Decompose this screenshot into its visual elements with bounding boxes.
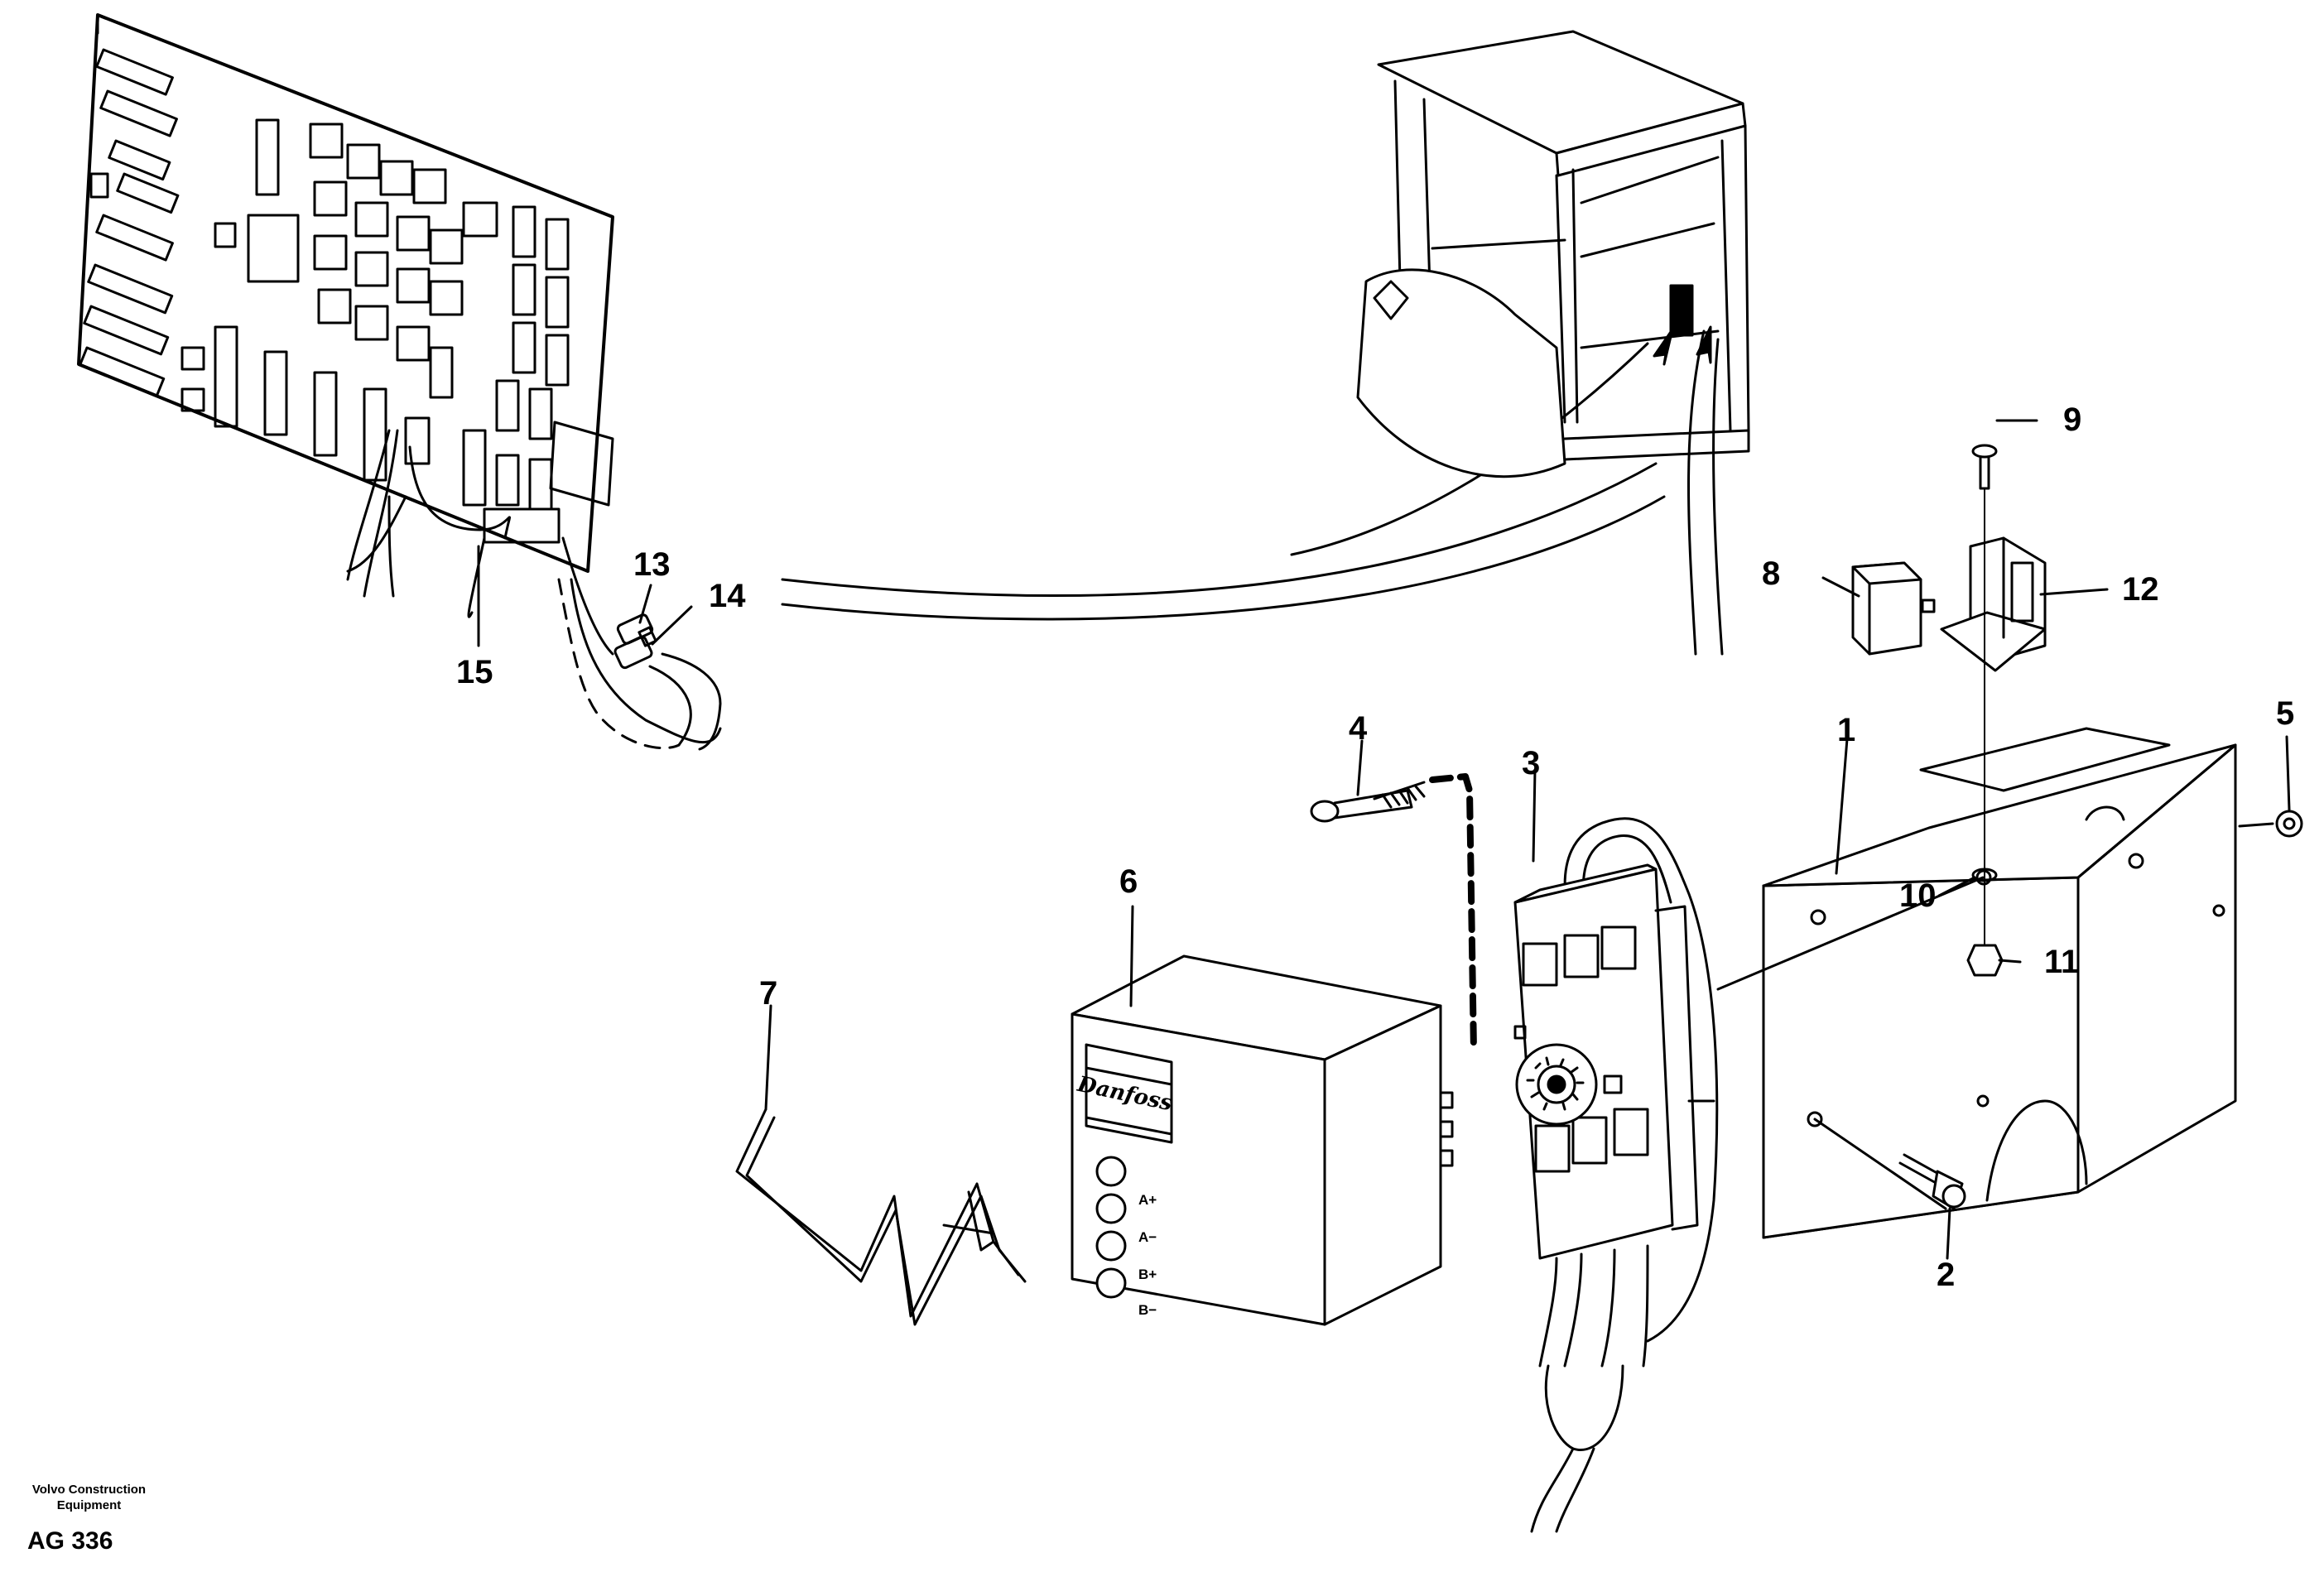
indicator-label-a-plus: A+ xyxy=(1138,1192,1157,1208)
board-harness xyxy=(557,536,722,751)
indicator-label-a-minus: A− xyxy=(1138,1229,1157,1245)
operator-cab xyxy=(1356,30,1750,478)
callout-6: 6 xyxy=(1119,863,1138,900)
screw-2 xyxy=(1898,1153,1966,1210)
callout-13: 13 xyxy=(633,546,671,583)
callout-2: 2 xyxy=(1937,1257,1956,1293)
relay-base-3 xyxy=(1513,817,1719,1533)
indicator-label-b-minus: B− xyxy=(1138,1302,1157,1318)
callout-1: 1 xyxy=(1837,712,1856,748)
screw-9 xyxy=(1971,444,1998,953)
control-unit-6 xyxy=(1071,954,1454,1326)
nut-5 xyxy=(2238,810,2303,838)
mounting-bracket xyxy=(1716,727,2237,1239)
circuit-board xyxy=(77,13,614,618)
callout-8: 8 xyxy=(1762,555,1781,592)
location-curves xyxy=(781,325,1724,656)
relay-8 xyxy=(1851,561,1936,656)
nut-11 xyxy=(1966,944,2004,977)
drawing-code: AG 336 xyxy=(27,1527,113,1555)
callout-9: 9 xyxy=(2063,401,2082,438)
callout-12: 12 xyxy=(2122,571,2159,608)
callout-15: 15 xyxy=(456,654,493,690)
wire-clip-7 xyxy=(735,1108,1027,1326)
leader-lines xyxy=(477,419,2291,1260)
company-name-line2: Equipment xyxy=(56,1498,122,1512)
callout-14: 14 xyxy=(709,578,746,614)
screw-4 xyxy=(1310,773,1477,1055)
callout-11: 11 xyxy=(2044,944,2080,980)
callout-3: 3 xyxy=(1522,745,1541,781)
company-name-line1: Volvo Construction xyxy=(31,1483,147,1497)
callout-7: 7 xyxy=(759,975,778,1012)
washer-10 xyxy=(1971,868,1998,882)
callout-10: 10 xyxy=(1899,877,1937,914)
connector-13 xyxy=(616,613,654,645)
relay-holder-12 xyxy=(1940,536,2047,672)
callout-5: 5 xyxy=(2276,695,2295,732)
indicator-label-b-plus: B+ xyxy=(1138,1267,1157,1282)
company-name: Volvo Construction Equipment xyxy=(17,1482,161,1513)
callout-4: 4 xyxy=(1349,710,1368,747)
